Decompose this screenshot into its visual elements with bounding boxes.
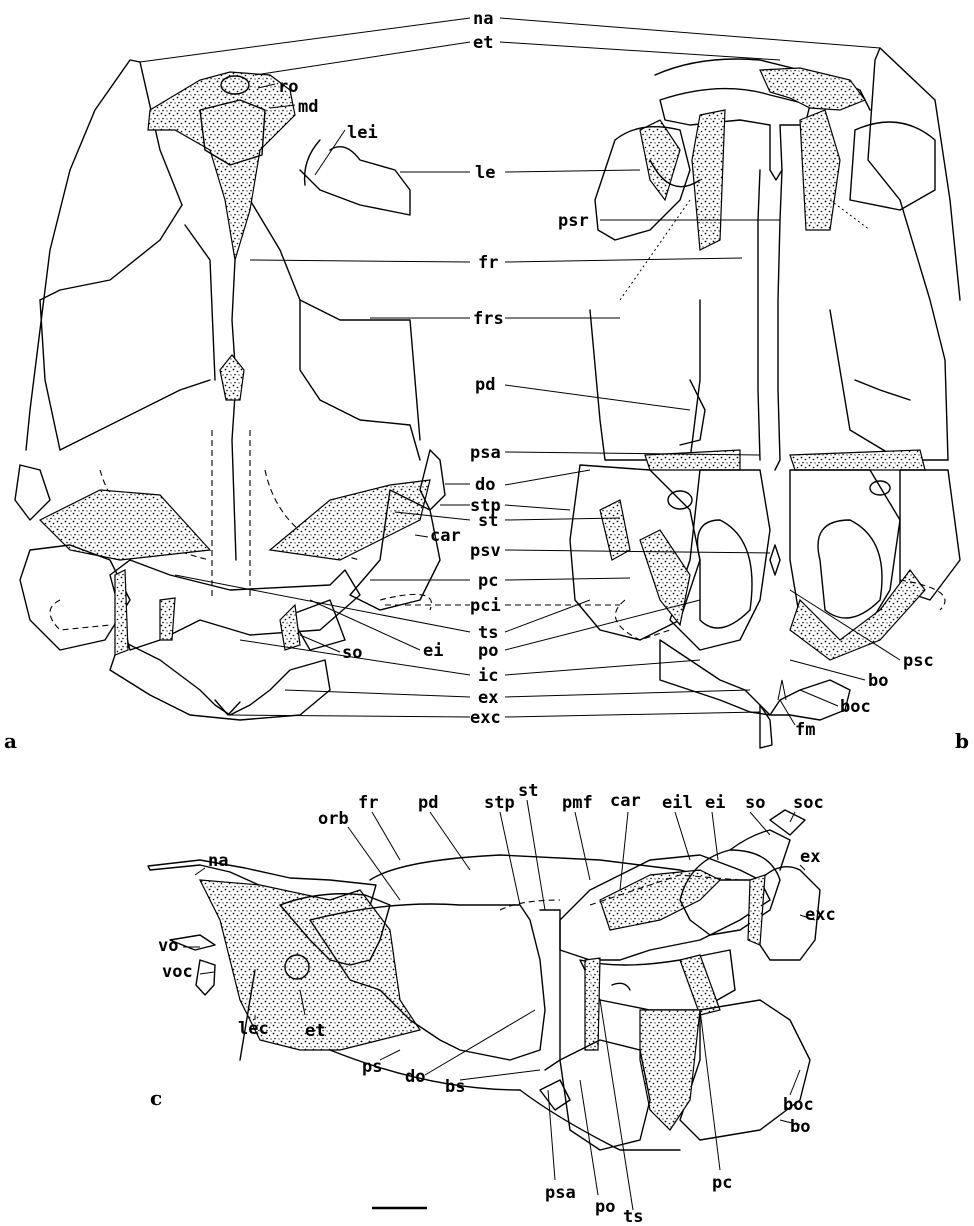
- label-ic: ic: [478, 666, 498, 686]
- label-pd: pd: [475, 375, 495, 395]
- label-lei: lei: [347, 123, 378, 143]
- label-le: le: [475, 163, 495, 183]
- panel-label-c: c: [150, 1086, 162, 1110]
- label-md: md: [298, 97, 318, 117]
- label-pci: pci: [470, 596, 501, 616]
- label-psv: psv: [470, 541, 501, 561]
- label-ro: ro: [278, 77, 298, 97]
- label-c-orb: orb: [318, 809, 349, 829]
- label-frs: frs: [473, 309, 504, 329]
- label-so: so: [342, 643, 362, 663]
- label-exc: exc: [470, 708, 501, 728]
- label-c-bs: bs: [445, 1077, 465, 1097]
- label-c-bo: bo: [790, 1117, 810, 1137]
- label-car: car: [430, 526, 461, 546]
- label-c-lec: lec: [238, 1019, 269, 1039]
- panel-a-dorsal-view: [15, 60, 445, 720]
- label-fm: fm: [795, 720, 815, 740]
- label-c-psa: psa: [545, 1183, 576, 1203]
- label-c-so: so: [745, 793, 765, 813]
- label-po: po: [478, 641, 498, 661]
- label-c-car: car: [610, 791, 641, 811]
- label-c-vo: vo: [158, 936, 178, 956]
- label-c-pd: pd: [418, 793, 438, 813]
- label-c-ei: ei: [705, 793, 725, 813]
- label-c-exc: exc: [805, 905, 836, 925]
- label-c-fr: fr: [358, 793, 378, 813]
- label-c-soc: soc: [793, 793, 824, 813]
- panel-c-lateral-view: [148, 810, 820, 1150]
- label-ts: ts: [478, 623, 498, 643]
- label-c-eil: eil: [662, 793, 693, 813]
- label-bo: bo: [868, 671, 888, 691]
- label-na: na: [473, 9, 493, 29]
- label-ex: ex: [478, 688, 498, 708]
- label-st: st: [478, 511, 498, 531]
- label-pc: pc: [478, 571, 498, 591]
- label-do: do: [475, 475, 495, 495]
- label-et: et: [473, 33, 493, 53]
- label-c-na: na: [208, 851, 228, 871]
- label-c-st: st: [518, 781, 538, 801]
- label-psr: psr: [558, 211, 589, 231]
- panel-label-b: b: [955, 729, 969, 753]
- label-c-po: po: [595, 1197, 615, 1217]
- label-c-pc: pc: [712, 1173, 732, 1193]
- label-c-ts: ts: [623, 1207, 643, 1226]
- label-psc: psc: [903, 651, 934, 671]
- label-c-stp: stp: [484, 793, 515, 813]
- label-c-pmf: pmf: [562, 793, 593, 813]
- panel-label-a: a: [4, 729, 17, 753]
- label-c-boc: boc: [783, 1095, 814, 1115]
- label-c-do: do: [405, 1067, 425, 1087]
- label-c-ps: ps: [362, 1057, 382, 1077]
- label-boc: boc: [840, 697, 871, 717]
- label-c-ex: ex: [800, 847, 820, 867]
- label-c-et: et: [305, 1021, 325, 1041]
- panel-b-ventral-view: [570, 48, 960, 748]
- label-psa: psa: [470, 443, 501, 463]
- label-fr: fr: [478, 253, 498, 273]
- label-c-voc: voc: [162, 962, 193, 982]
- label-ei: ei: [423, 641, 443, 661]
